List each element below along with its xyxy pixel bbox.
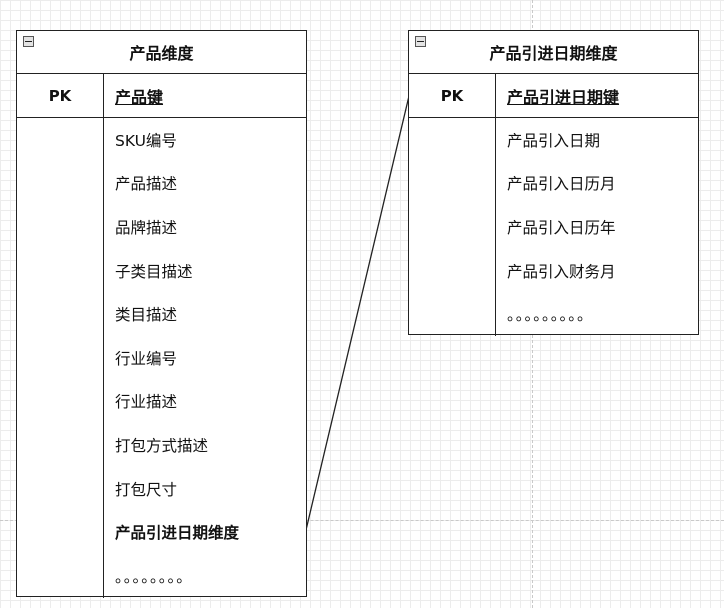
field-packaging-description[interactable]: 打包方式描述	[115, 436, 209, 455]
field-intro-calendar-year[interactable]: 产品引入日历年	[507, 218, 616, 237]
field-package-size[interactable]: 打包尺寸	[115, 480, 178, 499]
entity-product-dimension[interactable]: 产品维度 PK 产品键 SKU编号 产品描述 品牌描述 子类目描述 类目描述 行…	[16, 30, 307, 598]
field-ellipsis: 。。。。。。。。	[115, 567, 193, 586]
pk-label: PK	[17, 74, 104, 117]
field-list: SKU编号 产品描述 品牌描述 子类目描述 类目描述 行业编号 行业描述 打包方…	[17, 118, 306, 598]
collapse-minus-icon[interactable]	[23, 36, 34, 47]
primary-key-row: PK 产品引进日期键	[409, 74, 698, 118]
field-list: 产品引入日期 产品引入日历月 产品引入日历年 产品引入财务月 。。。。。。。。。	[409, 118, 698, 336]
entity-title: 产品引进日期维度	[489, 44, 618, 63]
field-brand-description[interactable]: 品牌描述	[115, 218, 178, 237]
field-sku-number[interactable]: SKU编号	[115, 131, 177, 150]
field-intro-fiscal-month[interactable]: 产品引入财务月	[507, 262, 616, 281]
entity-header: 产品维度	[17, 31, 306, 74]
collapse-minus-icon[interactable]	[415, 36, 426, 47]
field-category-description[interactable]: 类目描述	[115, 306, 178, 325]
pk-field-name[interactable]: 产品引进日期键	[507, 87, 620, 107]
field-industry-description[interactable]: 行业描述	[115, 393, 178, 412]
horizontal-guide-line	[0, 520, 724, 521]
field-intro-date[interactable]: 产品引入日期	[507, 131, 601, 150]
field-intro-calendar-month[interactable]: 产品引入日历月	[507, 175, 616, 194]
field-product-description[interactable]: 产品描述	[115, 175, 178, 194]
pk-label: PK	[409, 74, 496, 117]
field-industry-number[interactable]: 行业编号	[115, 349, 178, 368]
field-ellipsis: 。。。。。。。。。	[507, 306, 594, 325]
field-subcategory-description[interactable]: 子类目描述	[115, 262, 193, 281]
entity-title: 产品维度	[129, 44, 194, 63]
field-intro-date-foreign-key[interactable]: 产品引进日期维度	[115, 524, 240, 543]
entity-header: 产品引进日期维度	[409, 31, 698, 74]
relationship-line	[305, 95, 410, 531]
primary-key-row: PK 产品键	[17, 74, 306, 118]
entity-intro-date-dimension[interactable]: 产品引进日期维度 PK 产品引进日期键 产品引入日期 产品引入日历月 产品引入日…	[408, 30, 699, 336]
pk-field-name[interactable]: 产品键	[115, 87, 164, 107]
